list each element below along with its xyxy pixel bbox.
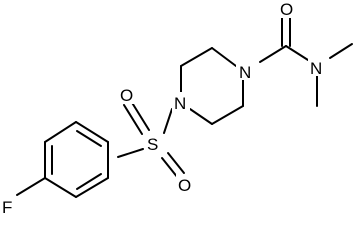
bond-arene-5-6 [75,177,109,198]
atom-o-sulfonyl-bottom: O [178,176,191,195]
atom-label-bg [0,196,15,216]
bond-carbonyl-amide-n [285,45,309,61]
bond-carbonyl-piperazine-n [259,45,287,63]
atom-label-bg [144,132,162,152]
atom-f-fluorine: F [2,198,12,217]
atom-labels: O N N N S O O F [0,0,326,217]
bond-arene-1-2 [75,121,109,143]
atom-n-piperazine-top: N [239,63,251,82]
bond-piperazine-n-sulfur [163,108,173,134]
bond-sulfonyl-o-top-double [123,104,143,135]
bond-ring-c5-c6 [211,105,244,125]
bond-lines [16,17,353,198]
atom-n-amide: N [310,59,322,78]
atom-label-bg [172,92,190,112]
atom-o-carbonyl: O [280,0,293,19]
bond-arene-4-5 [44,177,77,198]
bond-sulfonyl-o-top [130,100,150,131]
bond-aryl-fluorine [16,177,46,196]
bond-ring-n4-c5 [189,108,213,125]
atom-o-sulfonyl-top: O [120,86,133,105]
atom-label-bg [236,58,254,80]
bond-ring-c2-c3 [180,47,213,67]
bond-sulfonyl-o-bottom [167,152,185,174]
molecule-structure-diagram: O N N N S O O F [0,0,353,217]
atom-n-piperazine-bottom: N [174,94,186,113]
bond-arene-inner-c [76,173,102,190]
atom-label-bg [118,84,136,104]
atom-label-bg [277,0,294,18]
atom-s-sulfonyl: S [147,135,158,154]
bond-amide-n-methyl-upper [329,43,353,59]
bond-sulfur-aryl [117,148,144,158]
atom-label-bg [176,174,194,194]
bond-arene-inner-a [76,130,102,147]
bond-sulfonyl-o-bottom-double [161,157,179,179]
bond-arene-2-3 [44,121,77,143]
atom-label-bg [308,56,326,76]
bond-ring-n1-c2 [211,47,237,67]
